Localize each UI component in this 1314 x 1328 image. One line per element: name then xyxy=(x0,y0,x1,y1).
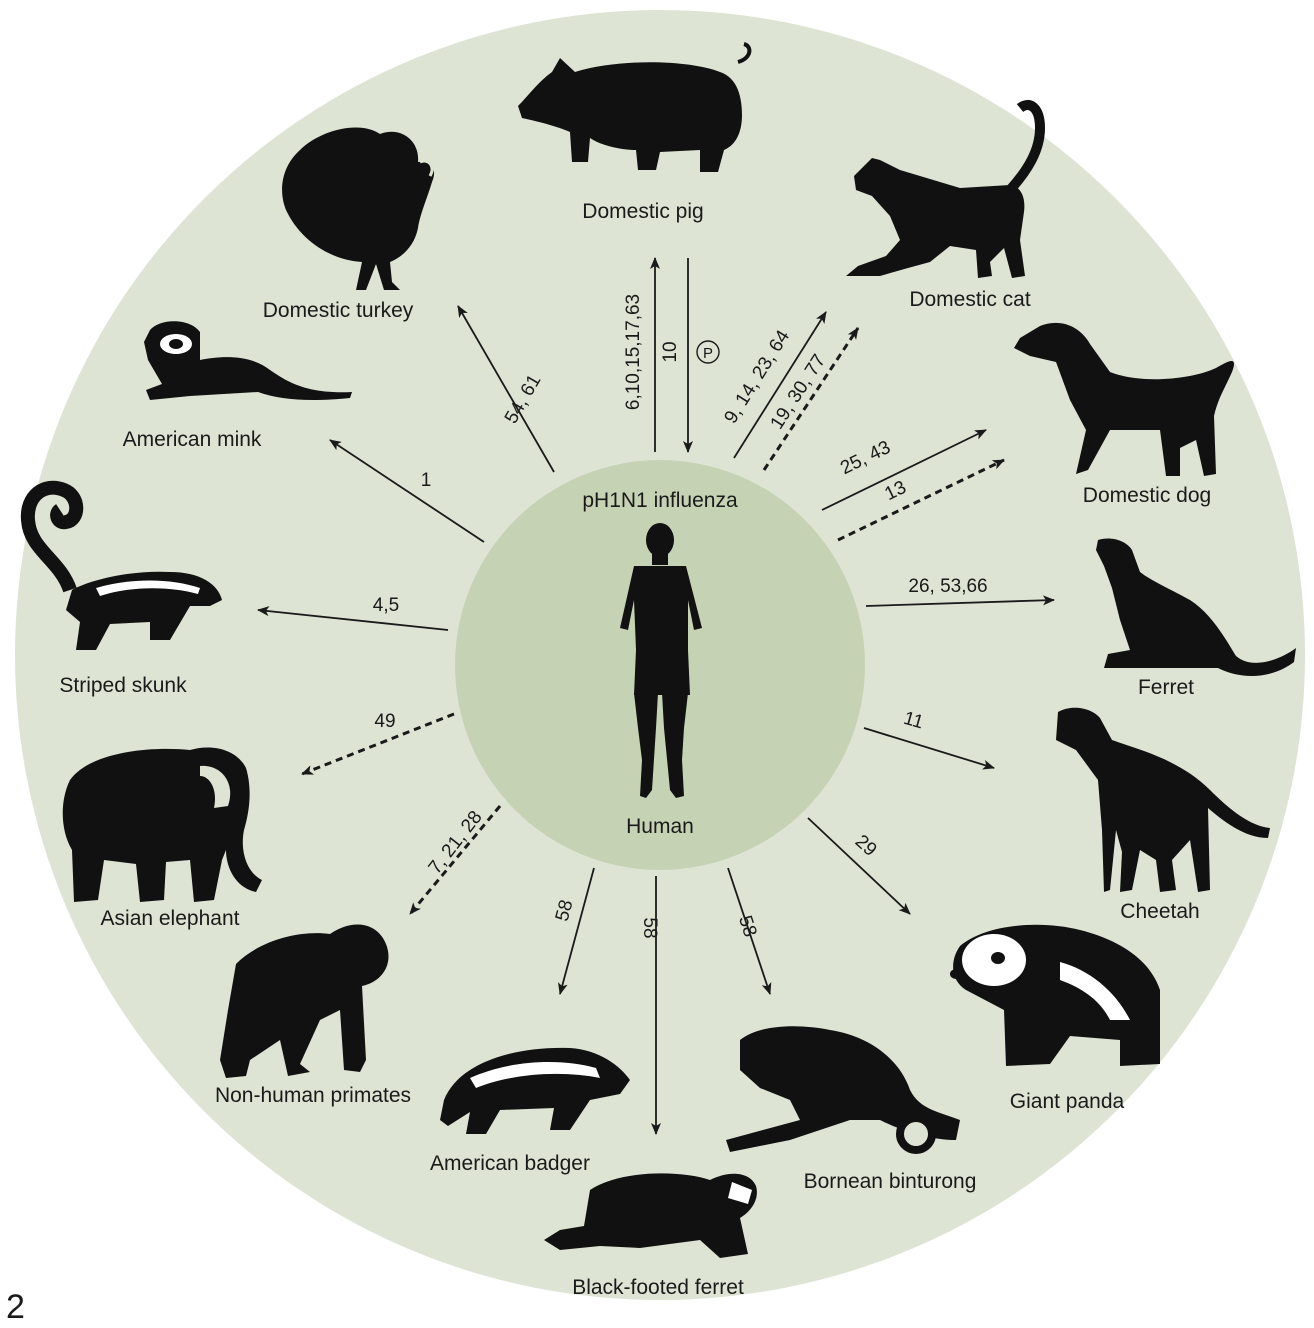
reference-label-black-footed-ferret: 58 xyxy=(639,917,660,938)
animal-label-domestic-cat: Domestic cat xyxy=(909,288,1031,311)
pig-note-symbol: P xyxy=(703,345,713,362)
animal-label-asian-elephant: Asian elephant xyxy=(101,907,240,930)
animal-label-american-badger: American badger xyxy=(430,1152,590,1175)
pathogen-label: pH1N1 influenza xyxy=(582,489,738,512)
animal-label-ferret: Ferret xyxy=(1138,676,1194,699)
animal-label-cheetah: Cheetah xyxy=(1120,900,1199,923)
animal-label-domestic-pig: Domestic pig xyxy=(582,200,703,223)
reference-label-domestic-pig: 10 xyxy=(660,341,681,362)
reference-label-domestic-pig: 6,10,15,17,63 xyxy=(623,294,644,410)
animal-label-striped-skunk: Striped skunk xyxy=(59,674,187,697)
animal-label-giant-panda: Giant panda xyxy=(1010,1090,1125,1113)
reference-label-ferret: 26, 53,66 xyxy=(908,576,987,597)
animal-label-black-footed-ferret: Black-footed ferret xyxy=(572,1276,744,1299)
panel-label: 2 xyxy=(6,1288,25,1323)
animal-label-american-mink: American mink xyxy=(123,428,262,451)
human-label: Human xyxy=(626,815,694,838)
reference-label-striped-skunk: 4,5 xyxy=(373,595,399,616)
reference-label-american-mink: 1 xyxy=(421,470,432,491)
reference-label-asian-elephant: 49 xyxy=(374,711,395,732)
animal-label-non-human-primates: Non-human primates xyxy=(215,1084,411,1107)
animal-label-domestic-dog: Domestic dog xyxy=(1083,484,1211,507)
animal-label-bornean-binturong: Bornean binturong xyxy=(804,1170,977,1193)
animal-label-domestic-turkey: Domestic turkey xyxy=(263,299,414,322)
